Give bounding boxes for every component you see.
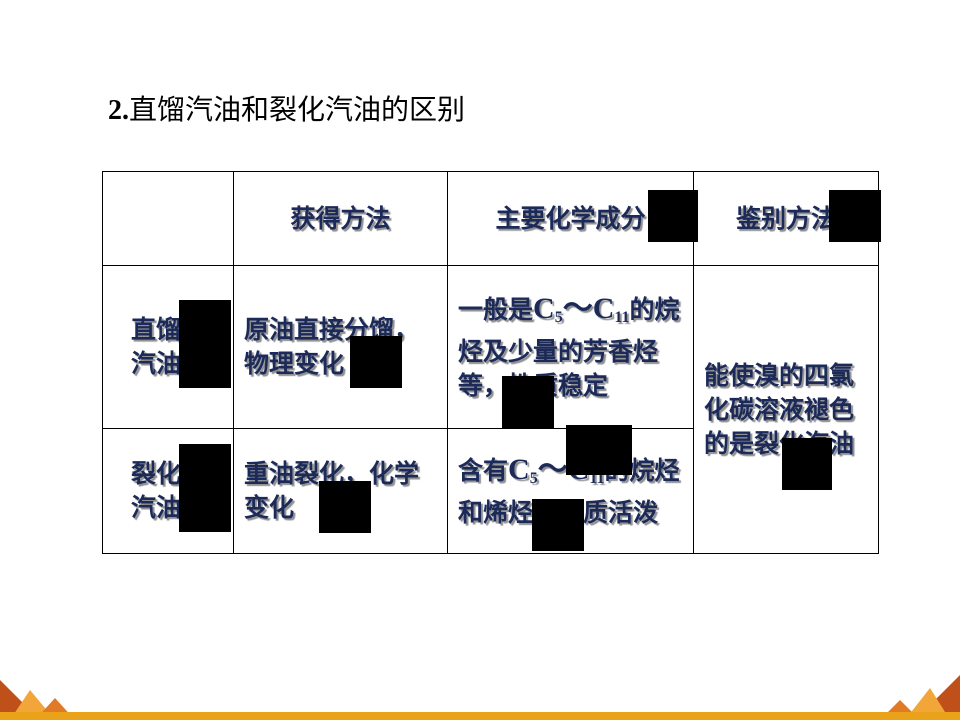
chem-subscript: 5 xyxy=(529,469,538,487)
row-name-line: 汽油 xyxy=(131,493,182,522)
slide-title: 2.直馏汽油和裂化汽油的区别 xyxy=(108,88,465,128)
header-empty-cell xyxy=(102,171,234,266)
header-identification-label: 鉴别方法 xyxy=(735,203,836,233)
row-name-straight-run: 直馏 汽油 xyxy=(102,265,234,429)
row-name-line: 裂化 xyxy=(131,459,182,488)
row-name-line: 汽油 xyxy=(131,349,182,378)
redaction-block xyxy=(648,190,698,242)
header-identification: 鉴别方法 xyxy=(693,171,881,266)
row-name-cracked: 裂化 汽油 xyxy=(102,428,234,554)
chem-subscript: 5 xyxy=(554,308,563,326)
header-method: 获得方法 xyxy=(233,171,448,266)
chem-formula: C5～C11 xyxy=(533,291,630,326)
redaction-block xyxy=(179,444,231,532)
redaction-block xyxy=(179,300,231,388)
composition-pre: 一般是 xyxy=(458,294,534,324)
composition-post: 的烷烃及少量的芳香烃等，性质稳定 xyxy=(458,294,680,400)
redaction-block xyxy=(502,376,554,428)
identification-cell: 能使溴的四氯化碳溶液褪色的是裂化汽油 xyxy=(693,265,879,554)
redaction-block xyxy=(532,499,584,551)
title-number: 2. xyxy=(108,95,129,126)
table-row: 直馏 汽油 原油直接分馏，物理变化 一般是C5～C11的烷烃及少量的芳香烃等，性… xyxy=(102,265,879,554)
chem-subscript: 11 xyxy=(614,308,630,326)
composition-cell: 一般是C5～C11的烷烃及少量的芳香烃等，性质稳定 xyxy=(447,265,694,429)
redaction-block xyxy=(782,438,832,490)
method-cell: 重油裂化，化学变化 xyxy=(233,428,448,554)
chem-c: C xyxy=(592,291,615,325)
method-cell: 原油直接分馏，物理变化 xyxy=(233,265,448,429)
composition-cell: 含有C5～C11的烷烃和烯烃，性质活泼 xyxy=(447,425,694,554)
title-text: 直馏汽油和裂化汽油的区别 xyxy=(129,93,466,126)
row-name-line: 直馏 xyxy=(131,315,182,344)
chem-tilde: ～ xyxy=(537,452,568,486)
chem-c: C xyxy=(533,291,555,325)
corner-decoration-right xyxy=(880,675,960,720)
table-row: 裂化 汽油 重油裂化，化学变化 含有C5～C11的烷烃和烯烃，性质活泼 xyxy=(102,425,879,554)
header-composition: 主要化学成分 xyxy=(447,171,698,266)
chem-c: C xyxy=(508,452,530,486)
redaction-block xyxy=(350,336,402,388)
redaction-block xyxy=(829,190,881,242)
chem-tilde: ～ xyxy=(562,291,593,325)
table-header-row: 获得方法 主要化学成分 鉴别方法 xyxy=(102,171,881,266)
redaction-block xyxy=(566,425,632,475)
comparison-table: 获得方法 主要化学成分 鉴别方法 直馏 汽油 原油直接分馏，物理变化 一般是C5… xyxy=(102,171,881,554)
composition-pre: 含有 xyxy=(458,455,509,485)
corner-decoration-left xyxy=(0,680,75,720)
redaction-block xyxy=(319,481,371,533)
footer-accent-bar xyxy=(0,712,960,720)
header-composition-label: 主要化学成分 xyxy=(495,203,646,233)
